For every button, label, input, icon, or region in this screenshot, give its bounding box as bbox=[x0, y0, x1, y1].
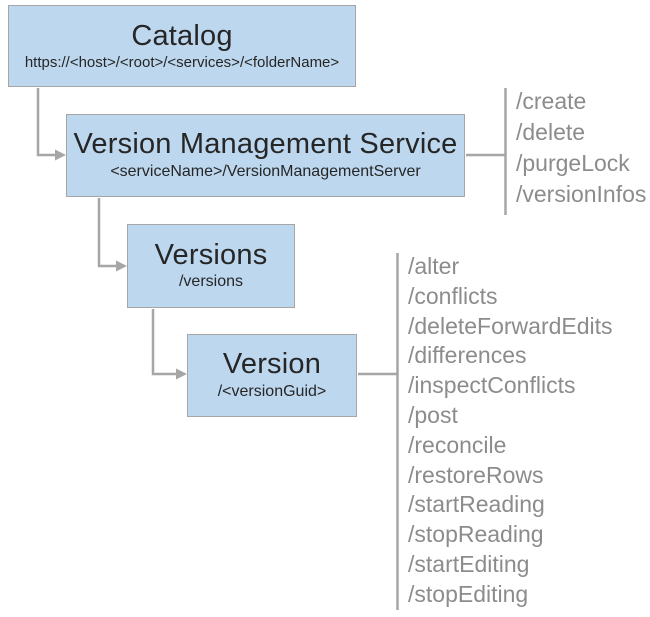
node-version: Version /<versionGuid> bbox=[187, 334, 357, 417]
operations-list-version-management-service: /create/delete/purgeLock/versionInfos bbox=[516, 86, 646, 210]
node-catalog-title: Catalog bbox=[131, 19, 233, 52]
arrowhead-icon bbox=[116, 260, 127, 272]
node-version-management-service-title: Version Management Service bbox=[73, 128, 458, 161]
operations-list-version: /alter/conflicts/deleteForwardEdits/diff… bbox=[408, 252, 613, 610]
connector-vms-to-versions bbox=[97, 198, 127, 272]
node-version-subtitle: /<versionGuid> bbox=[217, 382, 327, 400]
operation-item: /alter bbox=[408, 253, 460, 279]
node-version-management-service-subtitle: <serviceName>/VersionManagementServer bbox=[110, 162, 421, 180]
operation-item: /startEditing bbox=[408, 550, 530, 577]
operation-item: /reconcile bbox=[408, 431, 507, 458]
operation-item: /differences bbox=[408, 342, 527, 369]
node-version-title: Version bbox=[222, 348, 322, 381]
node-versions: Versions /versions bbox=[127, 224, 295, 308]
node-catalog: Catalog https://<host>/<root>/<services>… bbox=[8, 5, 356, 87]
connector-catalog-to-vms bbox=[36, 88, 66, 161]
operation-item: /post bbox=[408, 401, 458, 428]
connector-version-to-operations bbox=[358, 253, 399, 610]
operation-item: /stopReading bbox=[408, 521, 544, 548]
connector-vms-to-operations bbox=[466, 88, 507, 215]
arrowhead-icon bbox=[176, 368, 187, 380]
operation-item: /stopEditing bbox=[408, 580, 529, 607]
node-version-management-service: Version Management Service <serviceName>… bbox=[66, 114, 465, 197]
operation-item: /create bbox=[516, 88, 587, 114]
node-versions-title: Versions bbox=[154, 238, 268, 271]
node-versions-subtitle: /versions bbox=[178, 273, 244, 291]
node-catalog-subtitle: https://<host>/<root>/<services>/<folder… bbox=[24, 53, 340, 71]
operation-item: /restoreRows bbox=[408, 461, 544, 488]
arrowhead-icon bbox=[55, 149, 66, 161]
operation-item: /deleteForwardEdits bbox=[408, 312, 613, 339]
operation-item: /delete bbox=[516, 119, 586, 145]
connector-versions-to-version bbox=[151, 309, 187, 380]
operation-item: /conflicts bbox=[408, 282, 498, 309]
operation-item: /purgeLock bbox=[516, 150, 630, 176]
operation-item: /versionInfos bbox=[516, 181, 647, 207]
operation-item: /startReading bbox=[408, 491, 545, 518]
operation-item: /inspectConflicts bbox=[408, 372, 576, 399]
